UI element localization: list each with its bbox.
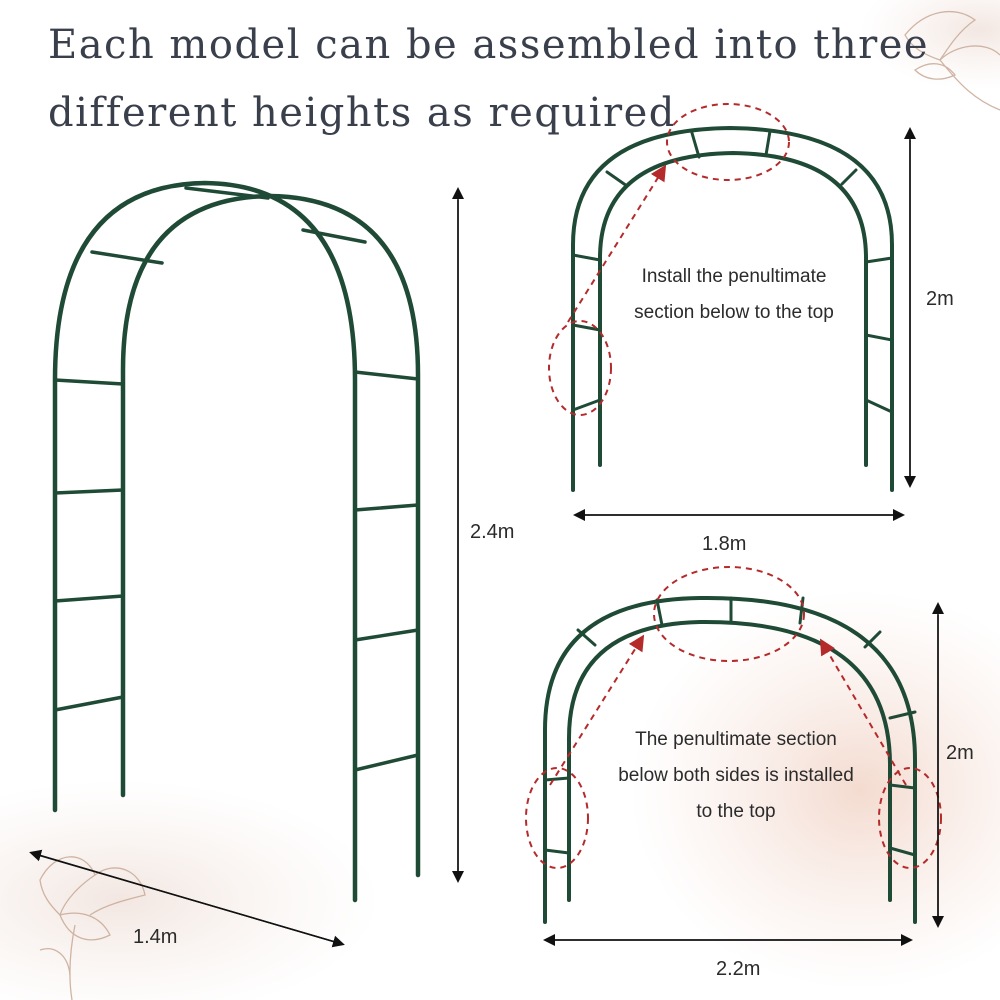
height-label-top-right: 2m (926, 288, 954, 310)
arch-large (52, 180, 421, 903)
arch-top-right (571, 125, 894, 492)
note-line: Install the penultimate (641, 266, 827, 287)
highlight-circle (525, 566, 942, 869)
width-label-bottom-right: 2.2m (716, 958, 761, 980)
instruction-note-bottom-right: The penultimate section below both sides… (578, 722, 894, 830)
arrow-icon (819, 638, 907, 786)
note-line: below both sides is installed (618, 765, 854, 786)
dimension-width-large (29, 849, 345, 948)
height-label-bottom-right: 2m (946, 742, 974, 764)
arch-bottom-right (543, 595, 917, 924)
arrow-icon (549, 634, 645, 786)
note-line: section below to the top (634, 302, 834, 323)
arrow-icon (567, 164, 667, 323)
width-label-large: 1.4m (133, 926, 178, 948)
headline-line-2: different heights as required (48, 90, 676, 136)
height-label-large: 2.4m (470, 521, 515, 543)
note-line: The penultimate section (635, 729, 837, 750)
note-line: to the top (696, 801, 776, 822)
width-label-top-right: 1.8m (702, 533, 747, 555)
instruction-note-top-right: Install the penultimate section below to… (600, 259, 868, 331)
flower-sketch-icon (904, 10, 1000, 111)
flower-sketch-icon (39, 856, 146, 1000)
headline-line-1: Each model can be assembled into three (48, 22, 930, 68)
highlight-circle (548, 103, 790, 416)
